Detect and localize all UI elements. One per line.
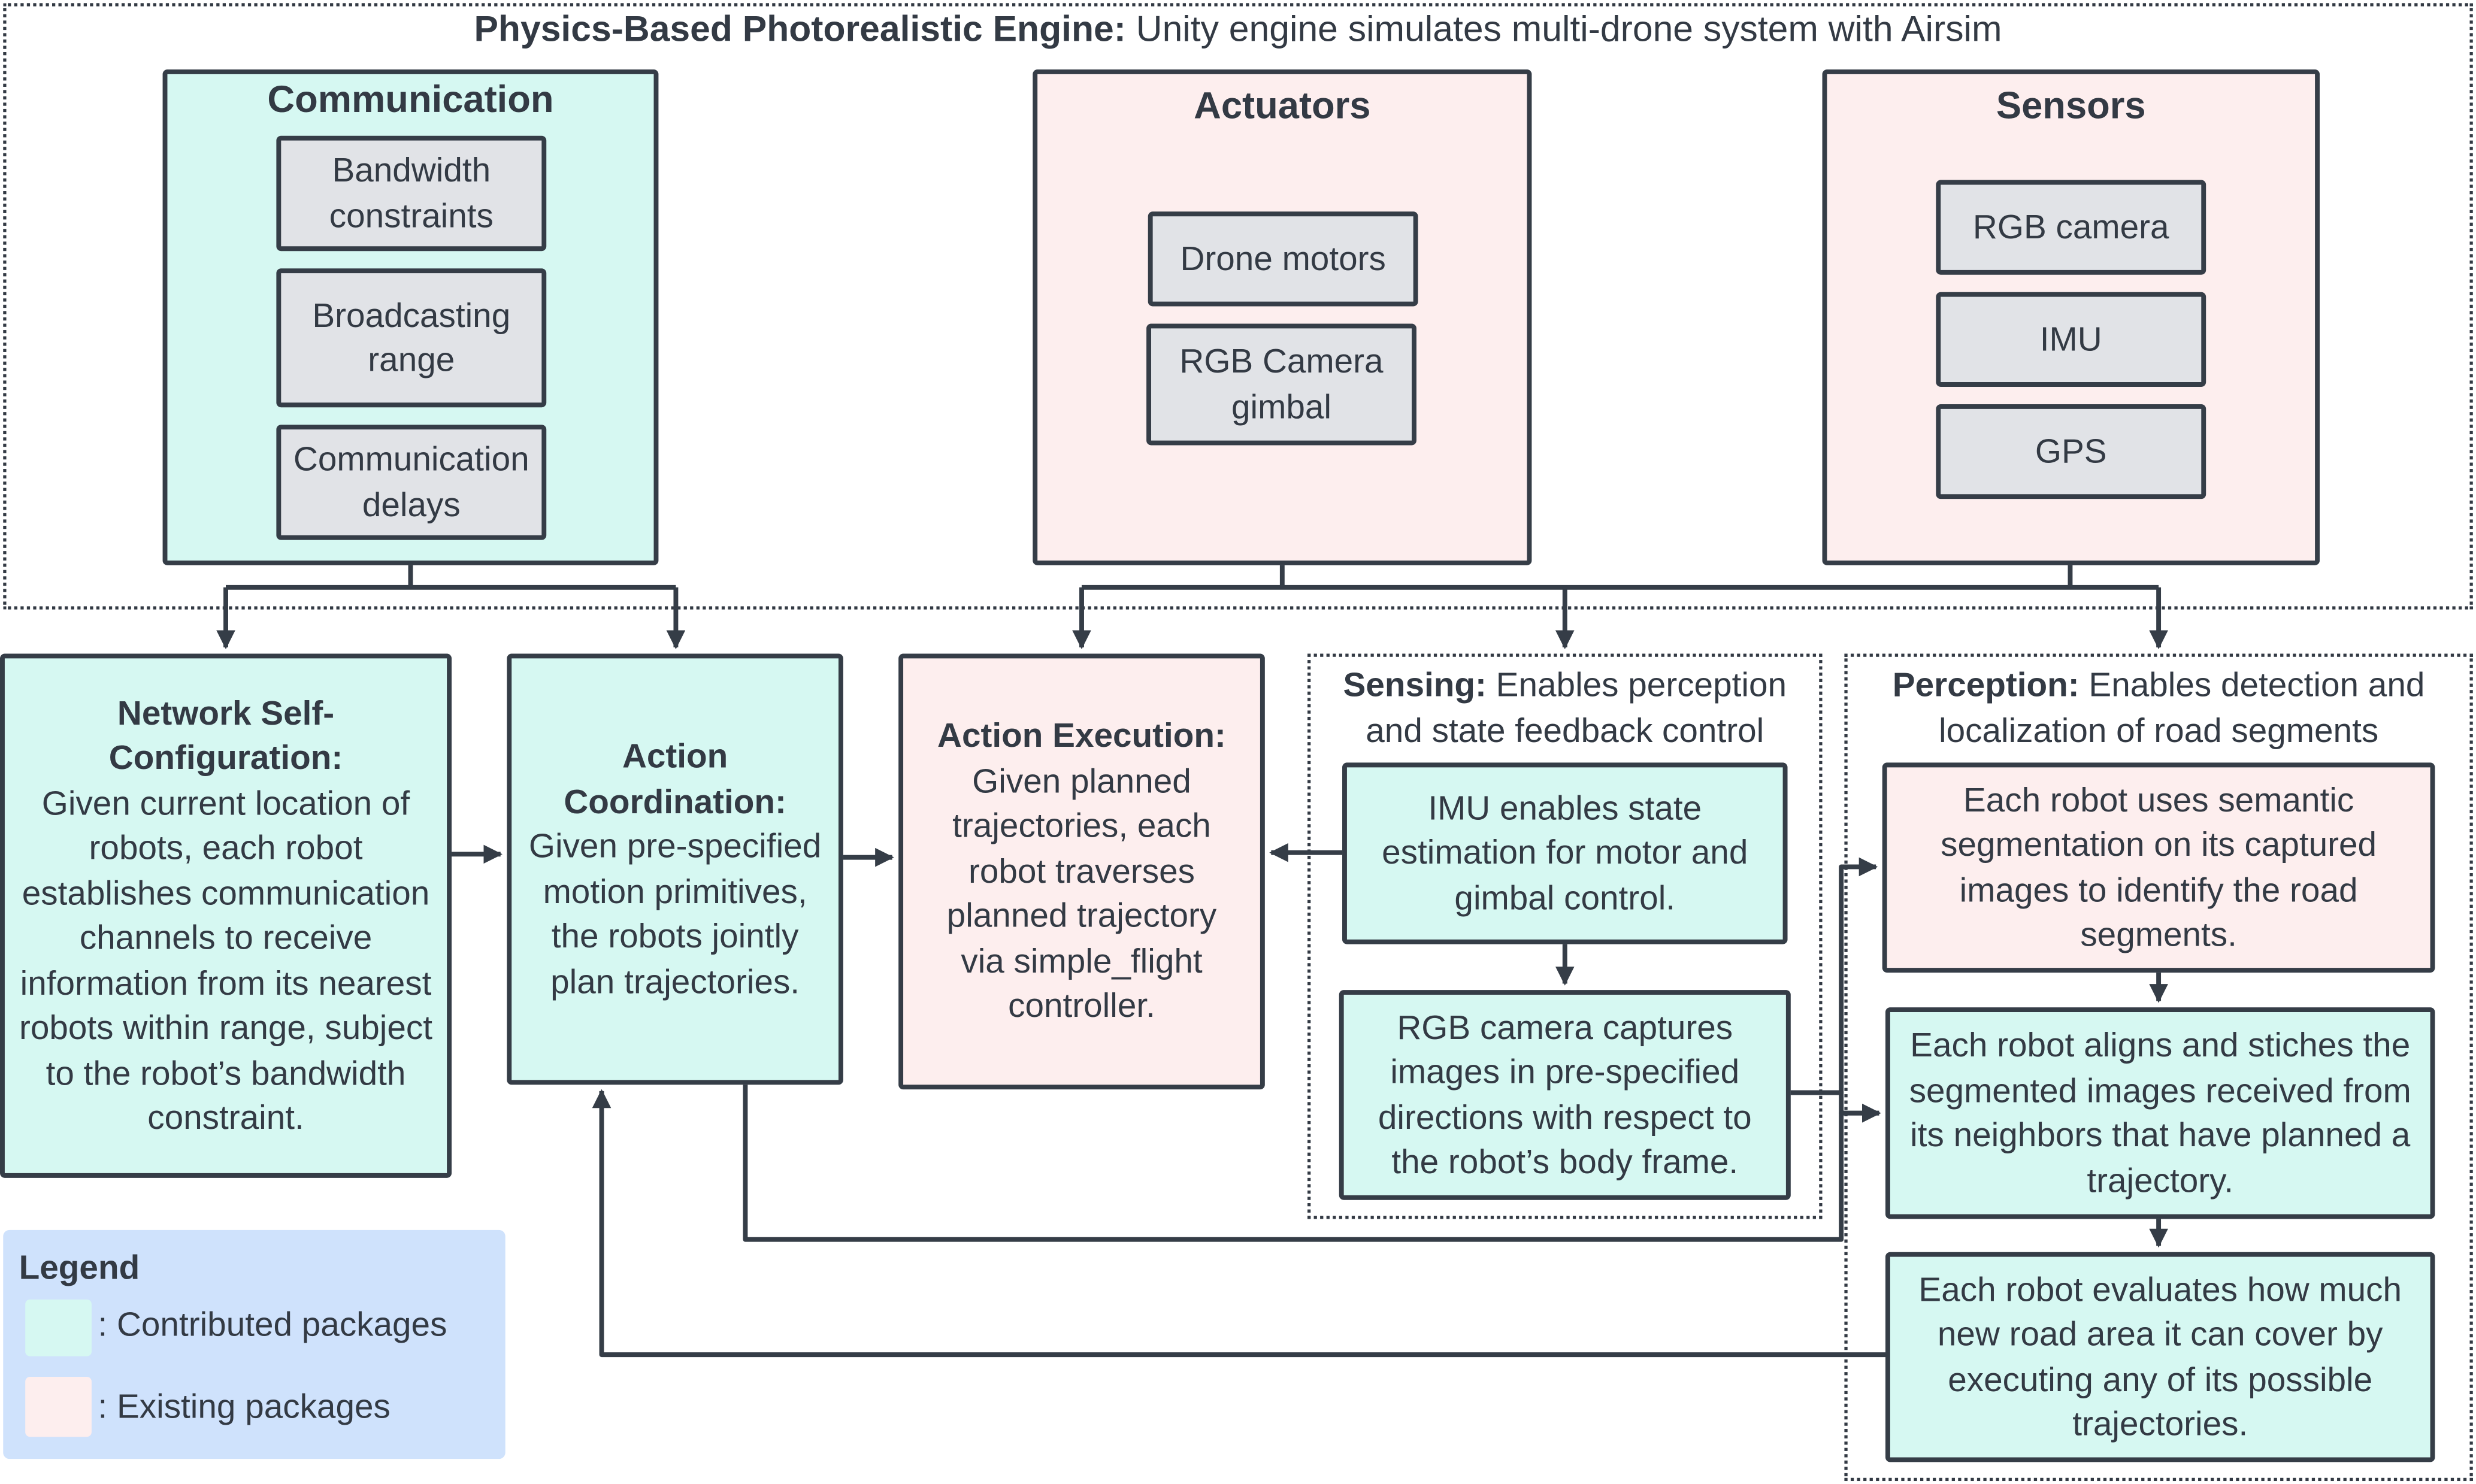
network-config-box: Network Self-Configuration: Given curren… — [0, 653, 452, 1178]
perception-region — [1844, 653, 2473, 1482]
sensors-title: Sensors — [1996, 85, 2146, 128]
engine-title-bold: Physics-Based Photorealistic Engine: — [474, 8, 1126, 49]
actuator-item-gimbal: RGB Camera gimbal — [1146, 323, 1416, 446]
rgb-capture-box: RGB camera captures images in pre-specif… — [1339, 990, 1791, 1200]
imu-state-box: IMU enables state estimation for motor a… — [1342, 762, 1788, 944]
legend-swatch-existing — [25, 1377, 92, 1437]
perception-label: Perception: Enables detection and locali… — [1892, 666, 2425, 750]
arrow-evaluation-to-coordination — [592, 1089, 1885, 1358]
legend-swatch-contributed — [25, 1299, 92, 1356]
comm-item-delays: Communication delays — [276, 425, 547, 540]
perception-step-evaluation: Each robot evaluates how much new road a… — [1885, 1252, 2435, 1462]
action-coordination-body: Given pre-specified motion primitives, t… — [528, 827, 822, 1001]
comm-item-bandwidth: Bandwidth constraints — [276, 135, 547, 252]
comm-item-broadcasting: Broadcasting range — [276, 268, 547, 408]
network-config-body: Given current location of robots, each r… — [19, 784, 433, 1137]
legend-contributed-label: : Contributed packages — [98, 1306, 447, 1344]
arrow-capture-to-segmentation — [1790, 857, 1878, 1095]
engine-region — [3, 3, 2473, 610]
legend-title: Legend — [19, 1249, 140, 1287]
action-execution-body: Given planned trajectories, each robot t… — [946, 762, 1217, 1025]
engine-title: Physics-Based Photorealistic Engine: Uni… — [0, 7, 2476, 51]
action-execution-title: Action Execution: — [937, 717, 1226, 755]
perception-step-segmentation: Each robot uses semantic segmentation on… — [1882, 762, 2435, 973]
sensor-item-imu: IMU — [1936, 292, 2206, 387]
arrow-capture-to-stitching — [1790, 1090, 1881, 1123]
actuators-title: Actuators — [1194, 85, 1371, 128]
sensing-label: Sensing: Enables perception and state fe… — [1343, 666, 1787, 750]
network-config-title: Network Self-Configuration: — [108, 693, 343, 777]
action-coordination-box: Action Coordination: Given pre-specified… — [507, 653, 843, 1085]
actuator-item-motors: Drone motors — [1148, 211, 1418, 307]
communication-title: Communication — [267, 78, 554, 122]
arrow-coordination-to-stitching — [743, 1085, 1881, 1242]
actuator-sensor-bus — [1082, 565, 2159, 590]
action-execution-box: Action Execution: Given planned trajecto… — [898, 653, 1265, 1090]
perception-step-stitching: Each robot aligns and stiches the segmen… — [1885, 1007, 2435, 1219]
action-coordination-title: Action Coordination: — [564, 737, 786, 820]
sensor-item-gps: GPS — [1936, 404, 2206, 499]
legend-existing-label: : Existing packages — [98, 1388, 391, 1426]
sensing-region — [1307, 653, 1823, 1219]
comm-bus-connector — [226, 565, 676, 590]
sensor-item-camera: RGB camera — [1936, 180, 2206, 275]
engine-title-rest: Unity engine simulates multi-drone syste… — [1125, 8, 2002, 49]
actuators-box — [1033, 69, 1532, 565]
